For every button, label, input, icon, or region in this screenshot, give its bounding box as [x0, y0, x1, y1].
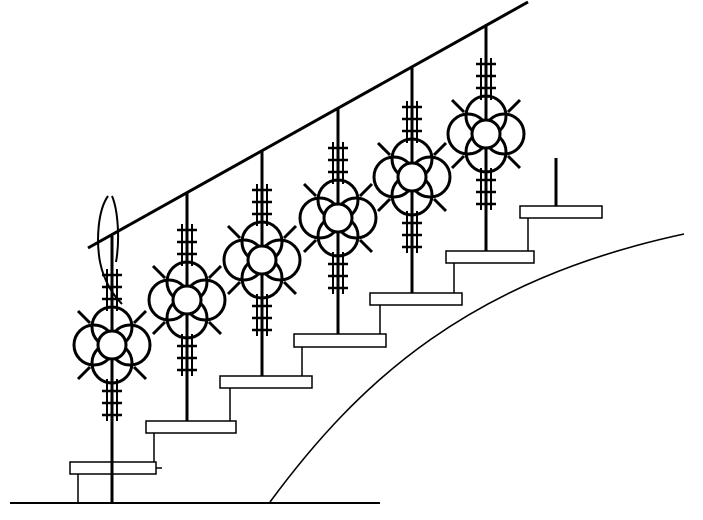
- step-3: [219, 375, 313, 421]
- rosette-tick: [506, 98, 522, 114]
- rosette-tick: [282, 280, 298, 296]
- rosette-tick: [282, 224, 298, 240]
- rosette-tick: [450, 98, 466, 114]
- rosette-tick: [506, 154, 522, 170]
- rosette-tick: [376, 197, 392, 213]
- stair-steps: [69, 205, 603, 503]
- rosette-tick: [151, 264, 167, 280]
- handrail: [87, 0, 529, 250]
- rosette-center: [470, 118, 502, 150]
- stair-stringer-arc: [269, 233, 685, 503]
- rosette-center: [396, 161, 428, 193]
- baluster-2: [147, 192, 227, 421]
- step-4: [293, 333, 387, 376]
- rosette-tick: [132, 365, 148, 381]
- rosette-tick: [302, 182, 318, 198]
- rosette-tick: [432, 197, 448, 213]
- rosette-tick: [132, 309, 148, 325]
- baluster-5: [372, 66, 452, 293]
- step-2: [145, 420, 237, 462]
- rosette-tick: [76, 365, 92, 381]
- rosette-center: [171, 284, 203, 316]
- handrail-volute: [97, 195, 123, 305]
- step-5: [369, 292, 463, 334]
- rosette-tick: [302, 238, 318, 254]
- baluster-3: [222, 150, 302, 376]
- balusters: [72, 25, 526, 503]
- rosette-tick: [432, 141, 448, 157]
- rosette-center: [96, 329, 128, 361]
- rosette-tick: [207, 320, 223, 336]
- baluster-1: [72, 234, 152, 503]
- rosette-tick: [376, 141, 392, 157]
- baluster-4: [298, 108, 378, 334]
- baluster-6: [446, 25, 526, 251]
- rosette-tick: [207, 264, 223, 280]
- rosette-tick: [76, 309, 92, 325]
- step-6: [445, 250, 535, 293]
- step-1: [69, 461, 162, 503]
- rosette-tick: [226, 280, 242, 296]
- rosette-tick: [151, 320, 167, 336]
- rosette-tick: [226, 224, 242, 240]
- rosette-center: [246, 244, 278, 276]
- rosette-tick: [358, 182, 374, 198]
- rosette-tick: [450, 154, 466, 170]
- rosette-center: [322, 202, 354, 234]
- step-7: [519, 205, 603, 251]
- rosette-tick: [358, 238, 374, 254]
